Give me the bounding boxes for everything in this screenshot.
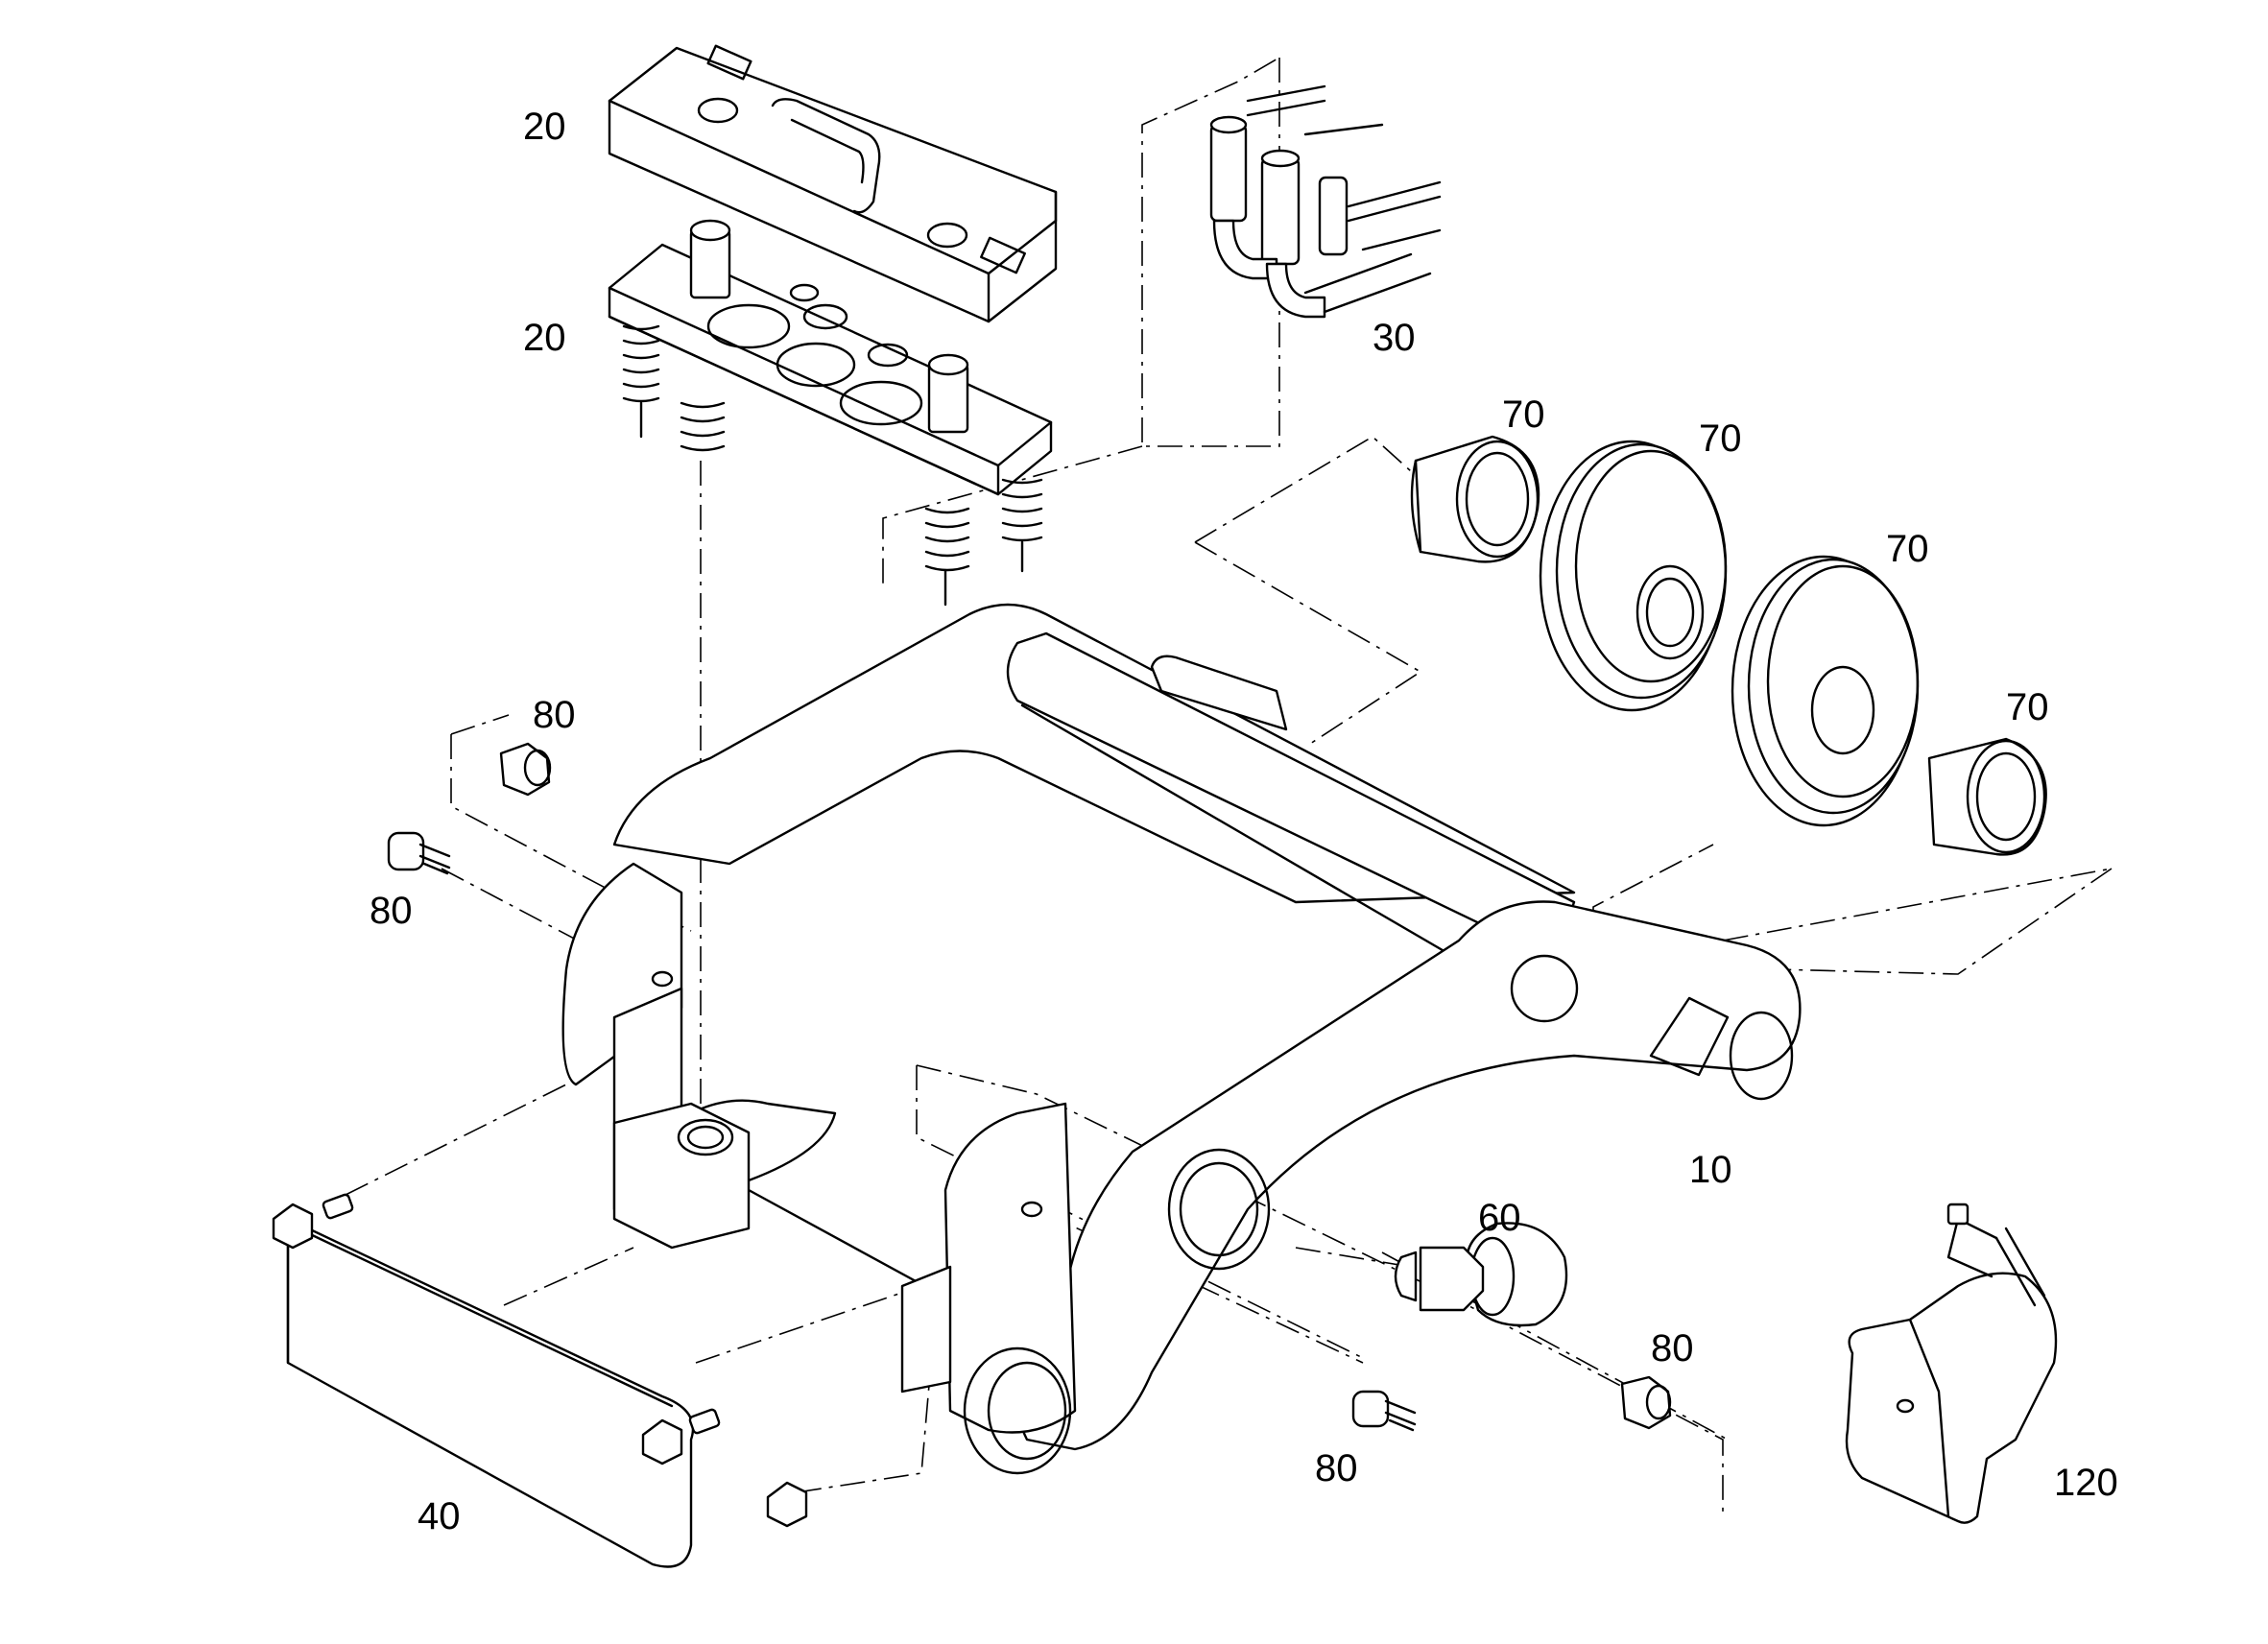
callout-80-nut-upper: 80 — [533, 694, 576, 736]
callout-80-bolt-upper: 80 — [370, 890, 413, 932]
part-80-nut-upper — [499, 742, 552, 797]
part-70-roller-lower — [1731, 555, 1920, 827]
callout-70-roller-upper: 70 — [1699, 417, 1742, 460]
callout-labels: 20 20 30 70 70 70 70 80 80 80 80 10 60 4… — [370, 106, 2118, 1537]
part-70-bushing-upper — [1410, 435, 1540, 563]
callout-20-handle-plate: 20 — [523, 106, 566, 148]
part-20-handle-plate — [608, 44, 1058, 323]
callout-30-hose-connectors: 30 — [1373, 317, 1416, 359]
callout-80-nut-lower: 80 — [1651, 1327, 1694, 1370]
part-30-hose-connectors — [1209, 84, 1442, 319]
callout-10-main-frame: 10 — [1689, 1149, 1732, 1191]
callout-120-clamp-bracket: 120 — [2054, 1462, 2118, 1504]
callout-70-bushing-upper: 70 — [1502, 393, 1545, 436]
part-80-nut-lower — [1620, 1375, 1672, 1430]
callout-20-connector-plate: 20 — [523, 317, 566, 359]
callout-60-stop-pin: 60 — [1478, 1197, 1521, 1239]
part-80-bolt-upper — [387, 831, 451, 875]
part-80-bolt-lower — [1351, 1390, 1417, 1432]
callout-70-roller-lower: 70 — [1886, 528, 1929, 570]
callout-70-bushing-lower: 70 — [2006, 686, 2049, 728]
part-10-main-frame — [561, 603, 1802, 1475]
part-120-clamp-bracket — [1845, 1203, 2058, 1524]
part-60-stop-pin — [1394, 1222, 1568, 1327]
part-40-cover-plate — [272, 1193, 808, 1568]
part-20-connector-plate — [608, 219, 1053, 607]
part-70-roller-upper — [1539, 440, 1728, 712]
callout-40-cover-plate: 40 — [418, 1495, 461, 1537]
part-70-bushing-lower — [1927, 737, 2047, 856]
callout-80-bolt-lower: 80 — [1315, 1447, 1358, 1489]
